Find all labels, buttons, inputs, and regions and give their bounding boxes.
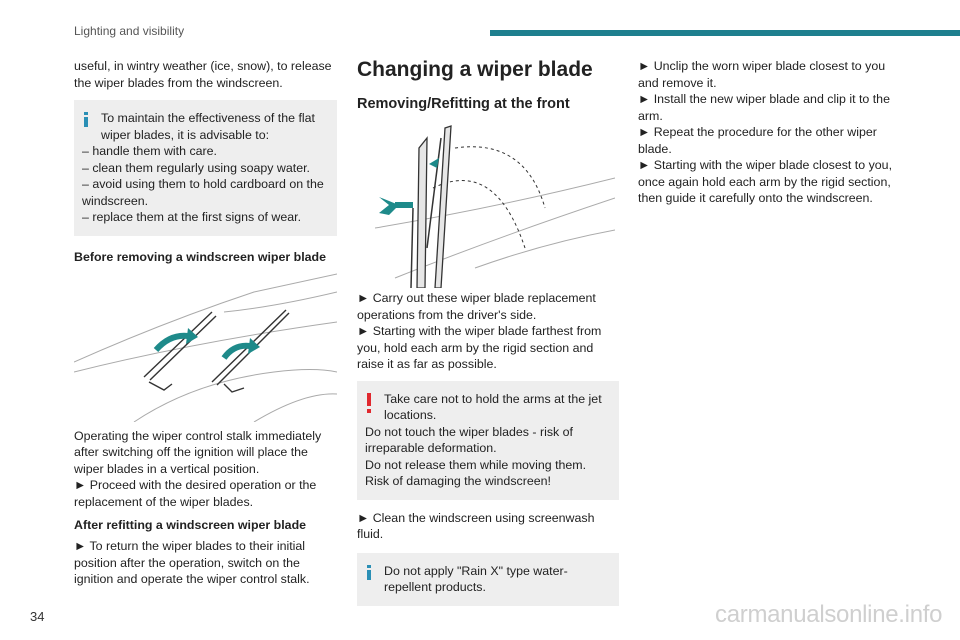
info-lead: To maintain the effectiveness of the fla… — [101, 111, 315, 142]
step-starting-farthest: ► Starting with the wiper blade farthest… — [357, 324, 602, 371]
info-item: – replace them at the first signs of wea… — [82, 210, 302, 224]
warning-icon — [366, 392, 372, 413]
running-header: Lighting and visibility — [74, 24, 185, 38]
info-box: To maintain the effectiveness of the fla… — [74, 100, 337, 236]
info-rainx-text: Do not apply "Rain X" type water-repelle… — [384, 563, 568, 595]
info-item: – handle them with care. — [82, 144, 217, 158]
info-box-rainx: Do not apply "Rain X" type water-repelle… — [357, 552, 619, 606]
heading-before-removing: Before removing a windscreen wiper blade — [74, 249, 327, 264]
watermark: carmanualsonline.info — [715, 601, 943, 628]
page-number: 34 — [30, 609, 45, 624]
illustration-raising-arm — [375, 118, 619, 288]
subsection-title: Removing/Refitting at the front — [357, 96, 570, 112]
section-title: Changing a wiper blade — [357, 58, 593, 81]
warning-lead: Take care not to hold the arms at the je… — [384, 391, 602, 423]
info-item: – avoid using them to hold cardboard on … — [82, 177, 324, 208]
heading-after-refitting: After refitting a windscreen wiper blade — [74, 518, 307, 532]
step-carry-out: ► Carry out these wiper blade replacemen… — [357, 291, 596, 322]
info-item: – clean them regularly using soapy water… — [82, 160, 310, 175]
column-left: useful, in wintry weather (ice, snow), t… — [74, 58, 337, 588]
step-repeat: ► Repeat the procedure for the other wip… — [638, 125, 877, 156]
column-right: ► Unclip the worn wiper blade closest to… — [638, 58, 900, 207]
step-install: ► Install the new wiper blade and clip i… — [638, 92, 890, 123]
illustration-wipers-vertical — [74, 272, 337, 422]
warning-line: Do not touch the wiper blades - risk of … — [365, 424, 573, 456]
info-icon — [83, 112, 89, 127]
paragraph-operating: Operating the wiper control stalk immedi… — [74, 428, 322, 476]
column-middle: Changing a wiper blade Removing/Refittin… — [357, 58, 619, 606]
warning-line: Do not release them while moving them. R… — [365, 457, 587, 489]
step-guide-back: ► Starting with the wiper blade closest … — [638, 158, 893, 205]
warning-box: Take care not to hold the arms at the je… — [357, 380, 619, 500]
step-unclip: ► Unclip the worn wiper blade closest to… — [638, 59, 886, 90]
step-return: ► To return the wiper blades to their in… — [74, 539, 310, 586]
intro-paragraph: useful, in wintry weather (ice, snow), t… — [74, 59, 332, 90]
info-icon — [366, 564, 372, 580]
header-accent-bar — [490, 30, 960, 36]
step-proceed: ► Proceed with the desired operation or … — [74, 478, 317, 509]
step-clean-windscreen: ► Clean the windscreen using screenwash … — [357, 510, 595, 542]
